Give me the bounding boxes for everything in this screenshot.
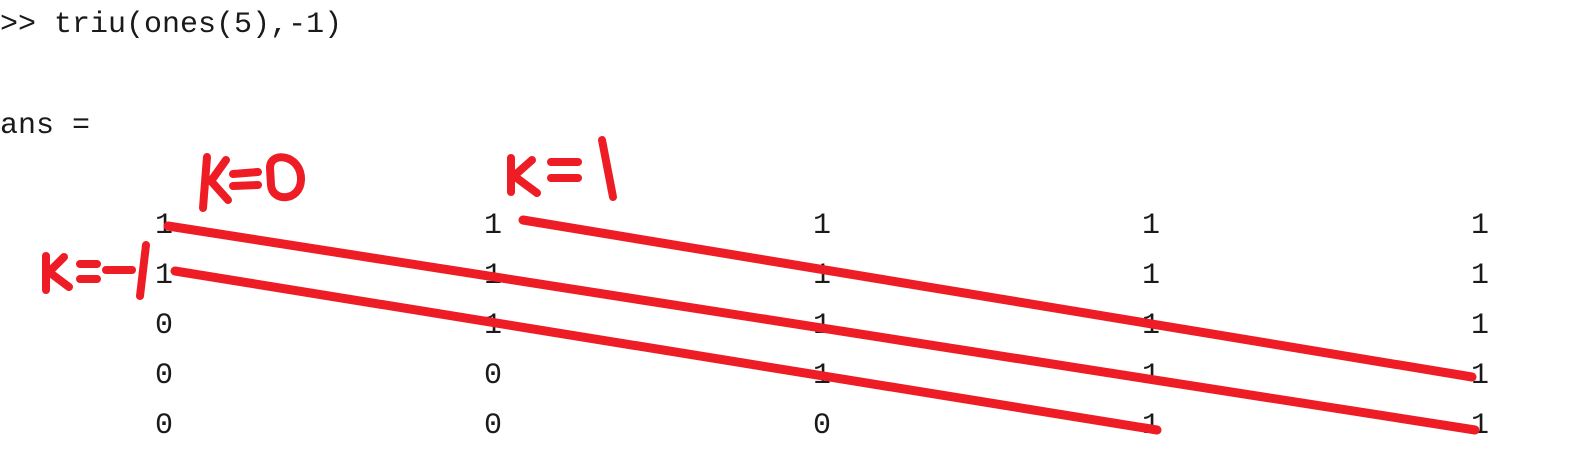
matrix-cell: 0 [483,359,502,393]
command-prompt: >> [0,8,37,42]
matrix-cell: 1 [1141,409,1160,443]
matrix-cell: 1 [1141,359,1160,393]
matrix-cell: 1 [812,309,831,343]
matrix-cell: 1 [812,259,831,293]
matrix-cell: 1 [1141,209,1160,243]
matrix-cell: 0 [154,409,173,443]
matrix-cell: 1 [154,209,173,243]
matrix-cell: 1 [1470,309,1489,343]
matrix-cell: 0 [154,309,173,343]
matrix-cell: 1 [812,359,831,393]
matrix-cell: 1 [1470,409,1489,443]
matrix-cell: 1 [1141,259,1160,293]
matrix-cell: 0 [812,409,831,443]
matrix-cell: 1 [1141,309,1160,343]
matrix-cell: 1 [154,259,173,293]
matrix-cell: 1 [1470,209,1489,243]
matrix-cell: 1 [1470,359,1489,393]
command-line[interactable]: >> triu(ones(5),-1) [0,10,342,40]
matrix-cell: 1 [812,209,831,243]
matrix-cell: 0 [154,359,173,393]
matrix-cell: 1 [483,209,502,243]
matrix-cell: 1 [483,259,502,293]
output-label: ans = [0,109,91,143]
matrix-cell: 1 [1470,259,1489,293]
matrix-cell: 0 [483,409,502,443]
command-text[interactable]: triu(ones(5),-1) [54,8,343,42]
matrix-cell: 1 [483,309,502,343]
